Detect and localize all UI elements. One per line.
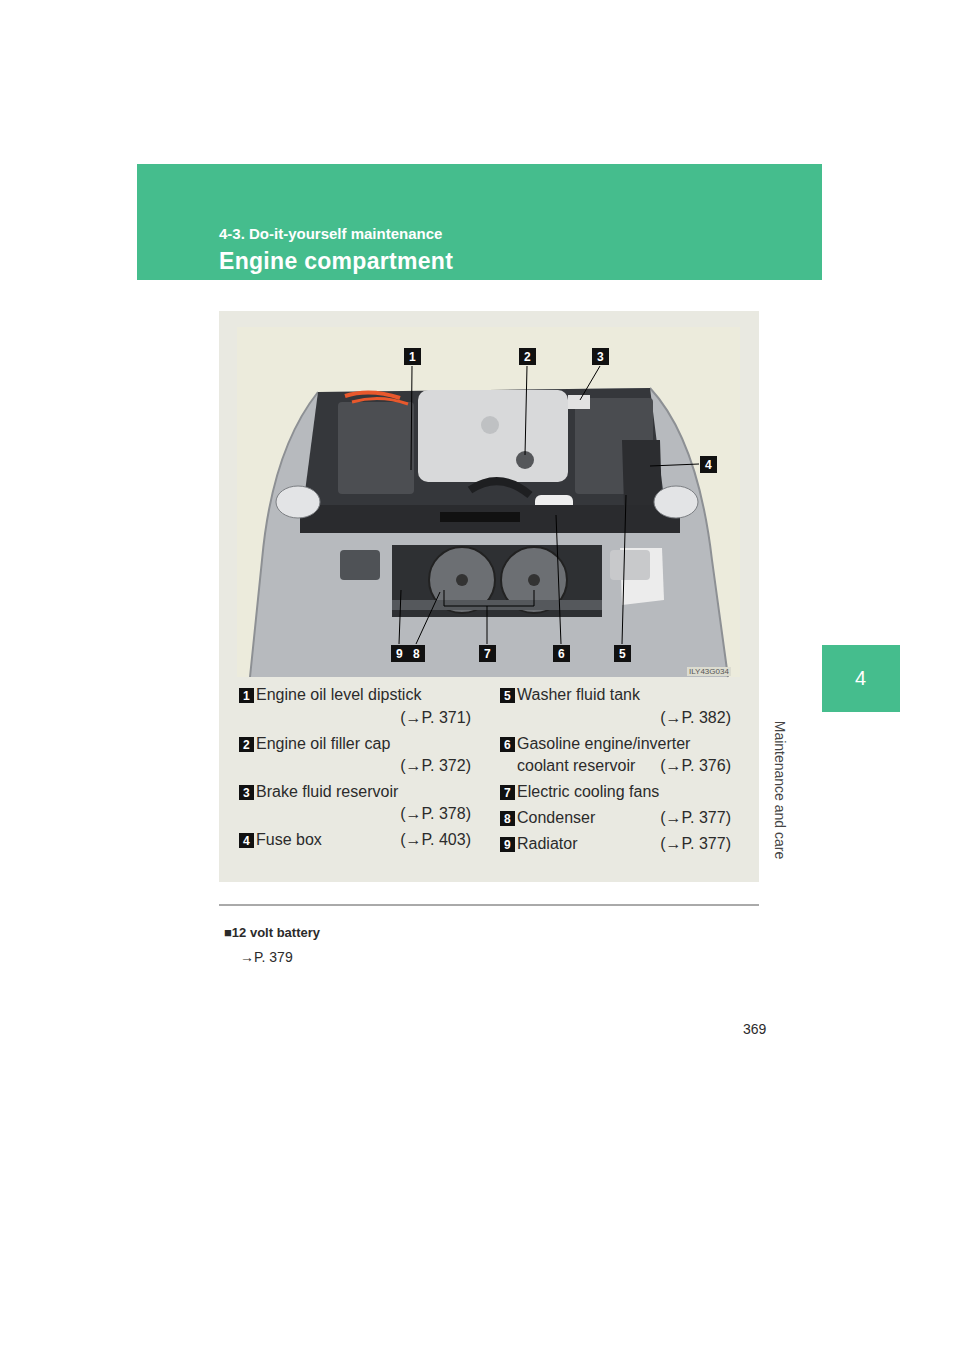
- chapter-tab: 4: [822, 645, 900, 712]
- list-marker: 2: [239, 737, 254, 752]
- part-name: Engine oil filler cap: [256, 733, 390, 755]
- marker-digit: 1: [243, 690, 250, 702]
- callout-digit: 8: [413, 648, 420, 660]
- marker-digit: 9: [504, 839, 511, 851]
- page-reference: (→P. 377): [660, 833, 731, 855]
- callout-number: 4: [700, 456, 717, 473]
- page-reference: (→P. 371): [400, 707, 471, 729]
- callout-digit: 4: [705, 459, 712, 471]
- marker-digit: 2: [243, 739, 250, 751]
- part-name: Condenser: [517, 807, 595, 829]
- callout-digit: 9: [396, 648, 403, 660]
- page-number: 369: [743, 1021, 766, 1037]
- part-name: Radiator: [517, 833, 577, 855]
- callout-digit: 6: [558, 648, 565, 660]
- page-reference: (→P. 403): [400, 829, 471, 851]
- callout-number: 1: [404, 348, 421, 365]
- callout-digit: 7: [484, 648, 491, 660]
- marker-digit: 5: [504, 690, 511, 702]
- page-reference: (→P. 378): [400, 803, 471, 825]
- callout-digit: 5: [619, 648, 626, 660]
- section-title: 4-3. Do-it-yourself maintenance: [219, 225, 442, 242]
- chapter-name: Maintenance and care: [772, 721, 788, 860]
- page-reference: (→P. 382): [660, 707, 731, 729]
- page-title: Engine compartment: [219, 248, 453, 275]
- list-marker: 5: [500, 688, 515, 703]
- list-marker: 8: [500, 811, 515, 826]
- list-marker: 9: [500, 837, 515, 852]
- list-marker: 6: [500, 737, 515, 752]
- page-reference: (→P. 377): [660, 807, 731, 829]
- list-marker: 7: [500, 785, 515, 800]
- callout-number: 9: [391, 645, 408, 662]
- callout-number: 2: [519, 348, 536, 365]
- part-name: Electric cooling fans: [517, 781, 659, 803]
- part-name: Brake fluid reservoir: [256, 781, 398, 803]
- page-reference: →P. 379: [240, 949, 293, 965]
- page-reference: (→P. 372): [400, 755, 471, 777]
- marker-digit: 8: [504, 813, 511, 825]
- callout-number: 8: [408, 645, 425, 662]
- marker-digit: 7: [504, 787, 511, 799]
- illustration-panel: ILY43G034Engine oil level dipstick(→P. 3…: [219, 311, 759, 882]
- list-marker: 3: [239, 785, 254, 800]
- note-heading: ■12 volt battery: [224, 925, 320, 940]
- part-name: Engine oil level dipstick: [256, 684, 421, 706]
- image-code: ILY43G034: [687, 667, 731, 676]
- list-marker: 1: [239, 688, 254, 703]
- section-header: 4-3. Do-it-yourself maintenanceEngine co…: [137, 164, 822, 280]
- part-name: Fuse box: [256, 829, 322, 851]
- callout-number: 3: [592, 348, 609, 365]
- callout-digit: 1: [409, 351, 416, 363]
- page-reference: (→P. 376): [660, 755, 731, 777]
- callout-digit: 3: [597, 351, 604, 363]
- callout-number: 7: [479, 645, 496, 662]
- part-name: Washer fluid tank: [517, 684, 640, 706]
- chapter-number: 4: [855, 667, 866, 690]
- marker-digit: 6: [504, 739, 511, 751]
- marker-digit: 3: [243, 787, 250, 799]
- callout-digit: 2: [524, 351, 531, 363]
- list-marker: 4: [239, 833, 254, 848]
- callout-number: 5: [614, 645, 631, 662]
- marker-digit: 4: [243, 835, 250, 847]
- callout-number: 6: [553, 645, 570, 662]
